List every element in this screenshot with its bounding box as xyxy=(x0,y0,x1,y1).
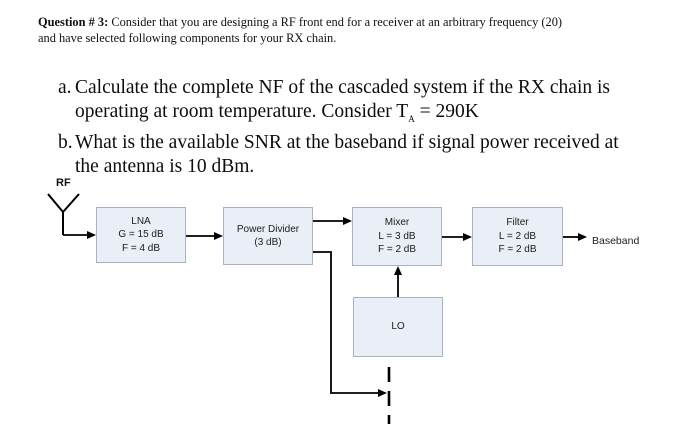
lo-title: LO xyxy=(391,321,405,333)
lna-title: LNA xyxy=(131,215,151,227)
power-divider-block: Power Divider (3 dB) xyxy=(223,207,313,265)
lna-noise-figure: F = 4 dB xyxy=(121,242,161,254)
question-number-label: Question # 3: xyxy=(38,15,109,29)
antenna-icon xyxy=(47,193,80,235)
arrow-lo-to-mixer xyxy=(394,266,402,297)
lna-gain: G = 15 dB xyxy=(118,229,164,241)
item-a-line2: operating at room temperature. Consider … xyxy=(75,101,479,124)
mixer-loss: L = 3 dB xyxy=(378,230,416,242)
baseband-label: Baseband xyxy=(592,235,640,247)
power-divider-title: Power Divider xyxy=(236,223,300,235)
mixer-block: Mixer L = 3 dB F = 2 dB xyxy=(352,207,442,266)
question-intro-line1: Consider that you are designing a RF fro… xyxy=(108,15,563,29)
item-b-line2: the antenna is 10 dBm. xyxy=(75,155,255,177)
item-a-marker: a. xyxy=(58,77,72,98)
mixer-noise-figure: F = 2 dB xyxy=(377,244,417,256)
arrow-antenna-to-lna xyxy=(63,231,96,239)
lo-block: LO xyxy=(353,297,443,357)
mixer-title: Mixer xyxy=(384,217,410,229)
filter-noise-figure: F = 2 dB xyxy=(498,244,537,256)
filter-title: Filter xyxy=(506,217,529,229)
question-items: a.Calculate the complete NF of the casca… xyxy=(58,76,678,179)
item-b-line1: b.What is the available SNR at the baseb… xyxy=(58,131,619,153)
power-divider-loss: (3 dB) xyxy=(254,237,282,248)
rf-label: RF xyxy=(56,177,71,189)
lna-block: LNA G = 15 dB F = 4 dB xyxy=(96,207,186,263)
arrow-power-divider-to-mixer xyxy=(313,217,352,225)
question-intro-line2: and have selected following components f… xyxy=(38,30,337,45)
filter-block: Filter L = 2 dB F = 2 dB xyxy=(472,207,563,266)
item-b-marker: b. xyxy=(58,131,73,153)
arrow-power-divider-to-lo-line xyxy=(313,251,387,397)
question-header: Question # 3: Consider that you are desi… xyxy=(38,15,683,46)
temperature-subscript: A xyxy=(408,113,415,124)
item-a-line1: a.Calculate the complete NF of the casca… xyxy=(58,77,611,98)
arrow-lna-to-power-divider xyxy=(186,232,223,240)
filter-loss: L = 2 dB xyxy=(498,230,537,242)
arrow-filter-to-baseband xyxy=(563,233,587,241)
arrow-mixer-to-filter xyxy=(442,233,472,241)
